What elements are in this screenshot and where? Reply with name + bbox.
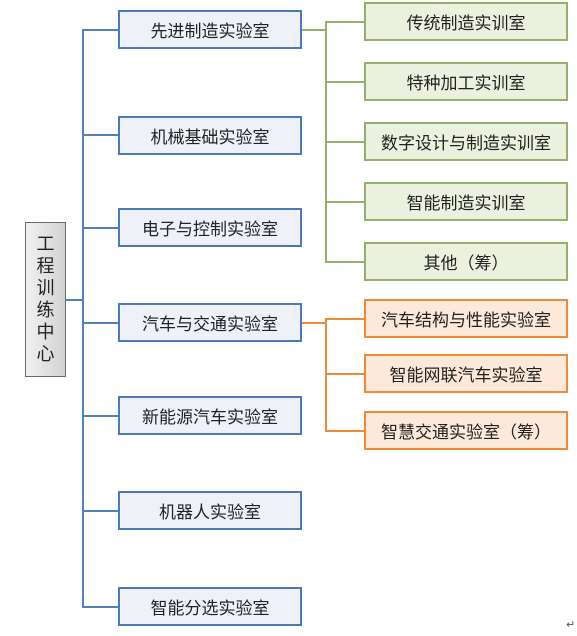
vehicle-branch-line bbox=[325, 373, 364, 375]
root-char: 心 bbox=[36, 343, 55, 365]
lab-node-robotics: 机器人实验室 bbox=[118, 491, 302, 530]
lab-node-vehicle-transport: 汽车与交通实验室 bbox=[118, 303, 302, 342]
root-connector bbox=[66, 299, 83, 301]
lab-node-intelligent-sorting: 智能分选实验室 bbox=[118, 587, 302, 626]
root-char: 中 bbox=[36, 321, 55, 343]
manufacturing-branch-line bbox=[325, 21, 364, 23]
vehicle-branch-line bbox=[325, 318, 364, 320]
lab-branch-line bbox=[82, 415, 118, 417]
lab-trunk-line bbox=[82, 29, 84, 608]
lab-node-electronics-control: 电子与控制实验室 bbox=[118, 208, 302, 247]
lab-branch-line bbox=[82, 606, 118, 608]
training-room-intelligent-manufacturing: 智能制造实训室 bbox=[364, 182, 568, 221]
root-char: 训 bbox=[36, 277, 55, 299]
lab-node-new-energy-vehicle: 新能源汽车实验室 bbox=[118, 396, 302, 435]
vehicle-branch-line bbox=[325, 430, 364, 432]
root-char: 程 bbox=[36, 255, 55, 277]
root-node-engineering-training-center: 工 程 训 练 中 心 bbox=[25, 222, 66, 377]
lab-branch-line bbox=[82, 29, 118, 31]
lab-branch-line bbox=[82, 510, 118, 512]
manufacturing-branch-line bbox=[325, 201, 364, 203]
lab-node-advanced-manufacturing: 先进制造实验室 bbox=[118, 10, 302, 49]
sub-lab-connected-vehicle: 智能网联汽车实验室 bbox=[364, 354, 568, 393]
training-room-digital-design-manufacturing: 数字设计与制造实训室 bbox=[364, 122, 568, 161]
sub-lab-vehicle-structure-performance: 汽车结构与性能实验室 bbox=[364, 299, 568, 338]
manufacturing-branch-line bbox=[325, 141, 364, 143]
root-char: 练 bbox=[36, 299, 55, 321]
lab-branch-line bbox=[82, 227, 118, 229]
manufacturing-branch-line bbox=[325, 261, 364, 263]
sub-lab-smart-transport: 智慧交通实验室（筹） bbox=[364, 411, 568, 450]
training-room-other: 其他（筹） bbox=[364, 242, 568, 281]
lab-branch-line bbox=[82, 322, 118, 324]
root-char: 工 bbox=[36, 233, 55, 255]
paragraph-mark: ↵ bbox=[566, 618, 576, 631]
lab-branch-line bbox=[82, 134, 118, 136]
vehicle-connector bbox=[302, 322, 327, 324]
lab-node-mechanical-basics: 机械基础实验室 bbox=[118, 116, 302, 155]
training-room-special-machining: 特种加工实训室 bbox=[364, 62, 568, 101]
training-room-traditional-manufacturing: 传统制造实训室 bbox=[364, 2, 568, 41]
manufacturing-branch-line bbox=[325, 81, 364, 83]
manufacturing-connector bbox=[302, 29, 327, 31]
vehicle-trunk-line bbox=[325, 318, 327, 432]
